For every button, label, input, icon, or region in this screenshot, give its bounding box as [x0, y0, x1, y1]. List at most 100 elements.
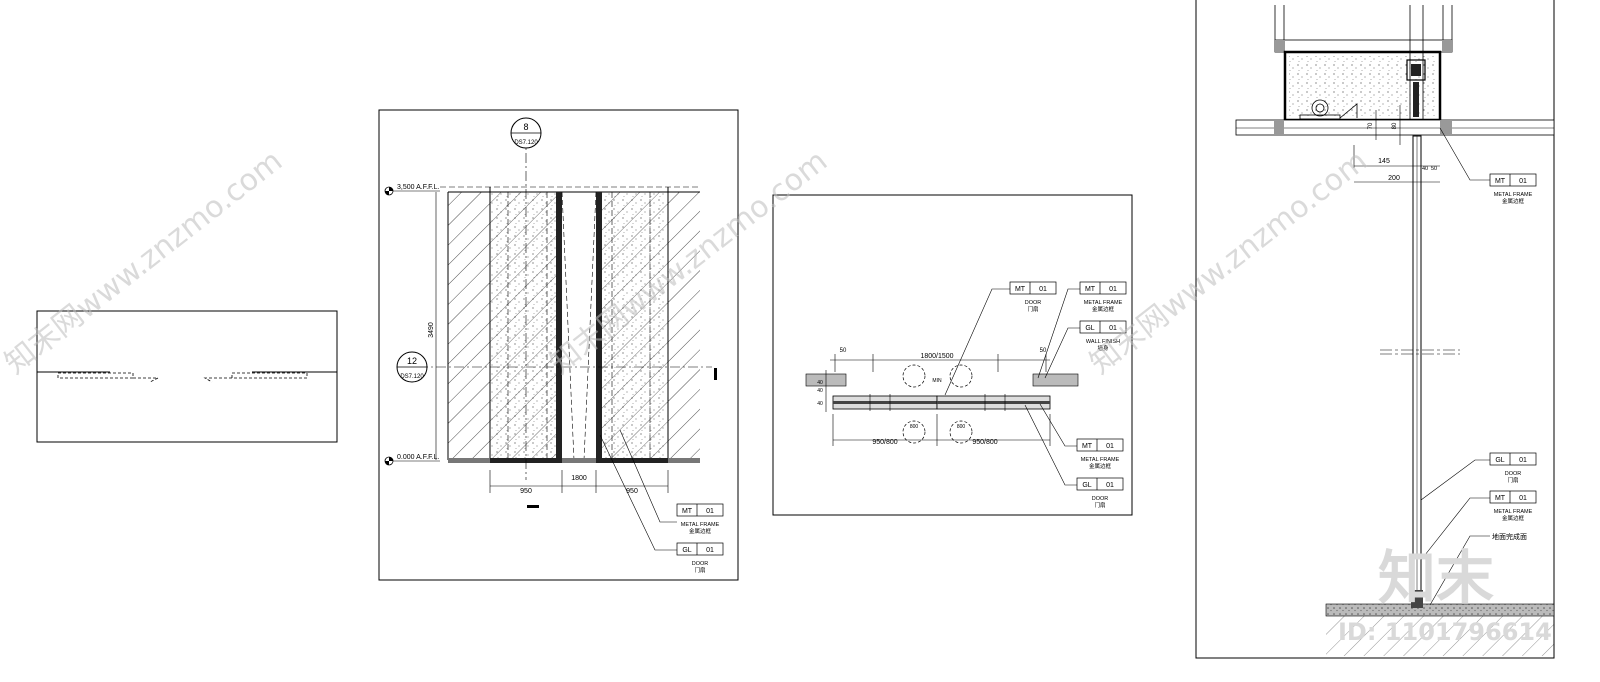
svg-text:01: 01: [706, 508, 714, 515]
dimension-center: 1800: [571, 475, 587, 482]
level-marker-top: 3,500 A.F.F.L.: [384, 184, 440, 196]
material-tag-door: MT 01 DOOR 门扇: [1009, 281, 1057, 313]
svg-text:金属边框: 金属边框: [1502, 514, 1525, 522]
door-track: [1406, 59, 1426, 81]
clearance-circle: [902, 364, 926, 388]
material-tag-metal-frame-lower: MT 01 METAL FRAME 金属边框: [1489, 490, 1537, 522]
hatch-right-wall: [668, 192, 700, 460]
right-metal-frame: [596, 192, 602, 460]
svg-text:MT: MT: [1495, 495, 1506, 502]
roller-mechanism: [1311, 99, 1329, 117]
svg-text:METAL FRAME: METAL FRAME: [1494, 509, 1533, 515]
svg-text:墙身: 墙身: [1097, 344, 1109, 352]
leader-door: [599, 434, 677, 551]
material-tag-metal-frame: MT 01 METAL FRAME 金属边框: [1489, 173, 1537, 205]
hatch-left-wall: [448, 192, 490, 460]
svg-text:01: 01: [1519, 457, 1527, 464]
svg-text:40: 40: [1422, 166, 1428, 172]
svg-text:METAL FRAME: METAL FRAME: [1494, 192, 1533, 198]
floor-line: [448, 458, 700, 463]
floor-finish-note: 地面完成面: [1492, 532, 1527, 541]
wall-right: [1032, 373, 1079, 387]
clearance-circle: [902, 420, 926, 444]
slide-arrow-right: [203, 377, 232, 383]
svg-text:0.000 A.F.F.L.: 0.000 A.F.F.L.: [397, 454, 439, 461]
svg-text:70: 70: [1368, 122, 1374, 129]
dimension-left: 950: [520, 488, 532, 495]
svg-text:40: 40: [817, 388, 823, 394]
svg-text:01: 01: [1106, 482, 1114, 489]
svg-text:950/800: 950/800: [872, 439, 897, 446]
material-tag-wall-finish: GL 01 WALL FINISH 墙身: [1079, 320, 1127, 352]
swing-lines: [561, 191, 597, 461]
section-callout-side: 12 DS7.120: [396, 351, 428, 383]
svg-text:GL: GL: [1495, 457, 1504, 464]
svg-text:门扇: 门扇: [1027, 305, 1038, 313]
svg-text:DOOR: DOOR: [1092, 496, 1109, 502]
small-plan-panel: [36, 310, 338, 443]
svg-text:MT: MT: [1085, 286, 1096, 293]
svg-text:WALL FINISH: WALL FINISH: [1086, 339, 1120, 345]
svg-text:80: 80: [1392, 122, 1398, 129]
material-tag-door: GL 01 DOOR 门扇: [1489, 452, 1537, 484]
svg-text:01: 01: [1109, 325, 1117, 332]
leader-metal-frame: [619, 429, 677, 523]
svg-text:01: 01: [1519, 495, 1527, 502]
svg-text:50: 50: [840, 348, 847, 354]
left-metal-frame: [556, 192, 562, 460]
min-label: MIN: [932, 378, 942, 384]
svg-text:MT: MT: [1082, 443, 1093, 450]
svg-text:50: 50: [1040, 348, 1047, 354]
material-tag-door-lower: GL 01 DOOR 门扇: [1076, 477, 1124, 509]
svg-text:50: 50: [1431, 166, 1437, 172]
floor-slab: [1326, 616, 1554, 656]
door-leaf-left: [57, 372, 134, 379]
svg-text:GL: GL: [682, 547, 691, 554]
svg-text:METAL FRAME: METAL FRAME: [1084, 300, 1123, 306]
svg-text:01: 01: [706, 547, 714, 554]
svg-text:MT: MT: [682, 508, 693, 515]
dimension-opening: 1800/1500: [920, 353, 953, 360]
plan-detail-panel: MIN 800 800 50 1800/1500 50 40 40 40 950…: [772, 194, 1133, 516]
material-tag-door: GL 01 DOOR 门扇: [676, 542, 724, 574]
svg-text:METAL FRAME: METAL FRAME: [681, 522, 720, 528]
watermark-text: 知末网www.znzmo.com: [1083, 143, 1374, 381]
panel-border: [772, 194, 1133, 516]
svg-text:DOOR: DOOR: [1025, 300, 1042, 306]
height-dimension: 3490: [428, 322, 435, 338]
svg-text:金属边框: 金属边框: [1092, 305, 1115, 313]
svg-text:金属边框: 金属边框: [1089, 462, 1112, 470]
watermark-text: 知末网www.znzmo.com: [0, 143, 289, 381]
svg-text:145: 145: [1378, 158, 1390, 165]
svg-text:门扇: 门扇: [1507, 476, 1518, 484]
watermark-logo: 知末: [1378, 544, 1494, 612]
clearance-circle: [949, 420, 973, 444]
material-tag-metal-frame: MT 01 METAL FRAME 金属边框: [1079, 281, 1127, 313]
section-detail-panel: 145 200 70 80 40 50 MT 01 METAL FRAME 金属…: [1195, 0, 1555, 659]
svg-text:METAL FRAME: METAL FRAME: [1081, 457, 1120, 463]
svg-text:金属边框: 金属边框: [689, 527, 712, 535]
callout-number: 8: [523, 122, 528, 132]
clearance-circle: [949, 364, 973, 388]
svg-text:01: 01: [1519, 178, 1527, 185]
material-tag-metal-frame-lower: MT 01 METAL FRAME 金属边框: [1076, 438, 1124, 470]
floor-guide: [1411, 590, 1423, 608]
ceiling-beam: [1274, 39, 1453, 53]
elevation-panel: 8 DS7.120 12 DS7.120 3,500 A.F.F.L. 0.00…: [378, 109, 739, 581]
panel-border: [378, 109, 739, 581]
level-marker-bottom: 0.000 A.F.F.L.: [384, 454, 440, 466]
material-tag-metal-frame: MT 01 METAL FRAME 金属边框: [676, 503, 724, 535]
callout-sheet: DS7.120: [514, 140, 538, 146]
svg-text:200: 200: [1388, 175, 1400, 182]
svg-text:40: 40: [817, 401, 823, 407]
ceiling-slab: [1235, 119, 1555, 136]
svg-text:金属边框: 金属边框: [1502, 197, 1525, 205]
callout-number: 12: [407, 356, 417, 366]
svg-text:DOOR: DOOR: [1505, 471, 1522, 477]
svg-text:MT: MT: [1015, 286, 1026, 293]
door-leaf-right: [231, 372, 308, 379]
svg-text:门扇: 门扇: [694, 566, 705, 574]
panel-border: [1195, 0, 1555, 659]
panel-border: [36, 310, 338, 443]
